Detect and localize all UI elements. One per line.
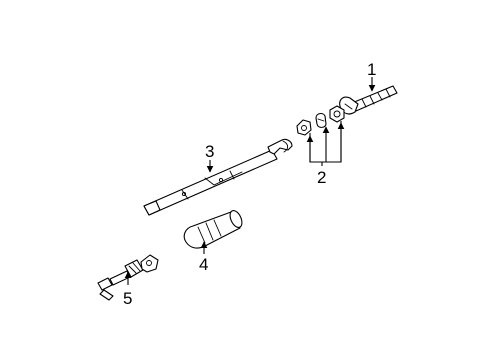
boot-seal	[183, 210, 243, 249]
column-jacket	[143, 138, 293, 216]
callout-2: 2	[317, 168, 326, 187]
callout-5: 5	[123, 289, 132, 308]
callout-3: 3	[205, 142, 214, 161]
fittings	[296, 105, 345, 136]
callout-4: 4	[199, 255, 208, 274]
callout-1: 1	[367, 60, 376, 79]
upper-shaft	[339, 85, 398, 115]
